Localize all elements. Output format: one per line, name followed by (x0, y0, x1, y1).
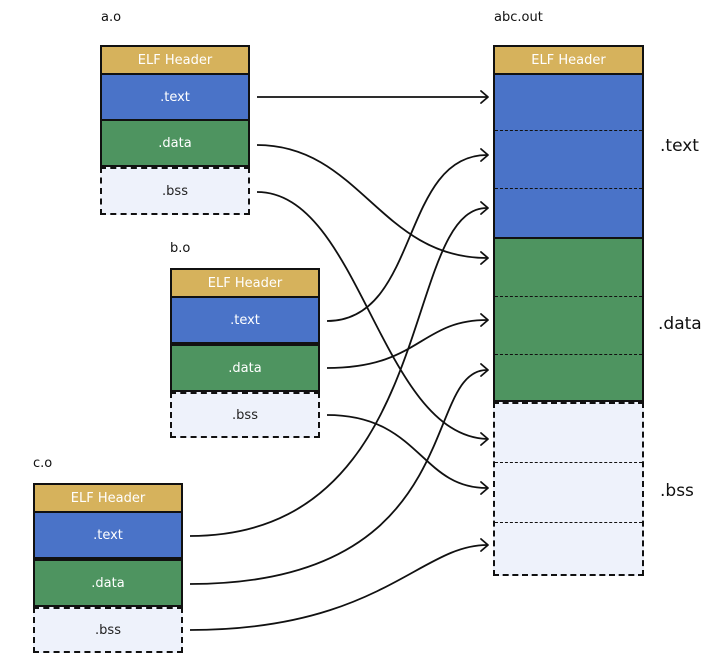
arrowhead-5 (480, 313, 489, 327)
arrowhead-1 (480, 90, 489, 104)
a-text-section: .text (100, 73, 250, 121)
arrowhead-3 (480, 201, 489, 215)
b-data-section: .data (170, 344, 320, 392)
out-bss-divider-1 (495, 462, 642, 463)
out-bss-segment (493, 402, 644, 576)
out-data-divider-1 (495, 296, 642, 297)
arrowhead-4 (480, 251, 489, 265)
c-data-section: .data (33, 559, 183, 607)
file-label-a: a.o (101, 10, 122, 25)
arrow-c-text (189, 207, 488, 537)
out-text-label: .text (660, 136, 699, 156)
arrow-c-bss (189, 544, 488, 631)
c-bss-section: .bss (33, 607, 183, 653)
arrow-a-bss (256, 191, 488, 440)
b-text-section: .text (170, 296, 320, 344)
out-data-label: .data (658, 314, 702, 334)
arrow-b-data (326, 319, 488, 369)
arrowhead-2 (480, 148, 489, 162)
out-text-divider-2 (495, 188, 642, 189)
arrowhead-9 (480, 538, 489, 552)
file-label-c: c.o (33, 456, 53, 471)
c-text-section: .text (33, 511, 183, 559)
out-elf-header: ELF Header (493, 45, 644, 75)
out-bss-label: .bss (660, 481, 694, 501)
arrow-c-data (189, 369, 488, 585)
arrowhead-7 (480, 432, 489, 446)
a-bss-section: .bss (100, 167, 250, 215)
out-data-segment (493, 237, 644, 402)
file-label-output: abc.out (494, 10, 543, 25)
b-bss-section: .bss (170, 392, 320, 438)
arrow-a-data (256, 144, 488, 259)
out-text-divider-1 (495, 130, 642, 131)
out-bss-divider-2 (495, 522, 642, 523)
a-data-section: .data (100, 119, 250, 167)
arrowhead-6 (480, 363, 489, 377)
arrow-b-bss (326, 414, 488, 489)
out-text-segment (493, 73, 644, 239)
file-label-b: b.o (170, 241, 191, 256)
b-elf-header: ELF Header (170, 268, 320, 298)
arrow-b-text (326, 154, 488, 322)
out-data-divider-2 (495, 354, 642, 355)
arrowhead-8 (480, 481, 489, 495)
